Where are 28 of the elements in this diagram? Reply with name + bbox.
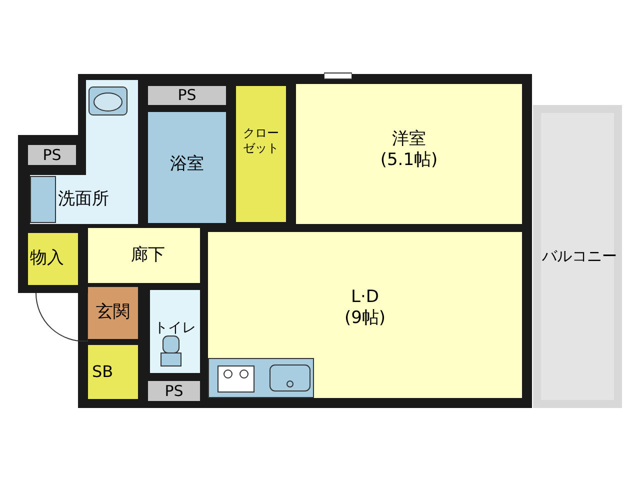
room-label: (9帖) bbox=[344, 308, 386, 330]
pipe-space bbox=[28, 145, 76, 165]
balcony bbox=[533, 105, 622, 408]
room-label: 物入 bbox=[30, 248, 64, 270]
bathroom bbox=[148, 112, 226, 223]
entrance bbox=[88, 287, 138, 339]
pipe-space bbox=[148, 86, 226, 105]
room-label: PS bbox=[178, 86, 196, 105]
closet bbox=[236, 86, 286, 222]
room-label: 浴室 bbox=[170, 154, 204, 176]
pipe-space bbox=[148, 381, 200, 401]
hallway bbox=[88, 228, 200, 283]
living-dining-room bbox=[208, 232, 522, 398]
room-label: トイレ bbox=[154, 320, 196, 338]
storage bbox=[28, 233, 78, 285]
room-label: 廊下 bbox=[131, 244, 165, 266]
room-label: 洗面所 bbox=[58, 188, 109, 210]
room-label: 玄関 bbox=[96, 302, 130, 324]
room-label: PS bbox=[42, 146, 62, 164]
room-label: バルコニー bbox=[542, 247, 617, 266]
room-label: PS bbox=[164, 382, 184, 400]
western-room bbox=[296, 84, 522, 224]
shoe-box bbox=[88, 345, 138, 399]
room-label: (5.1帖) bbox=[380, 150, 438, 172]
room-label: L·D bbox=[351, 287, 379, 308]
room-label: 洋室 bbox=[392, 129, 426, 150]
room-label: SB bbox=[92, 362, 114, 382]
room-label: クローゼット bbox=[242, 126, 280, 156]
